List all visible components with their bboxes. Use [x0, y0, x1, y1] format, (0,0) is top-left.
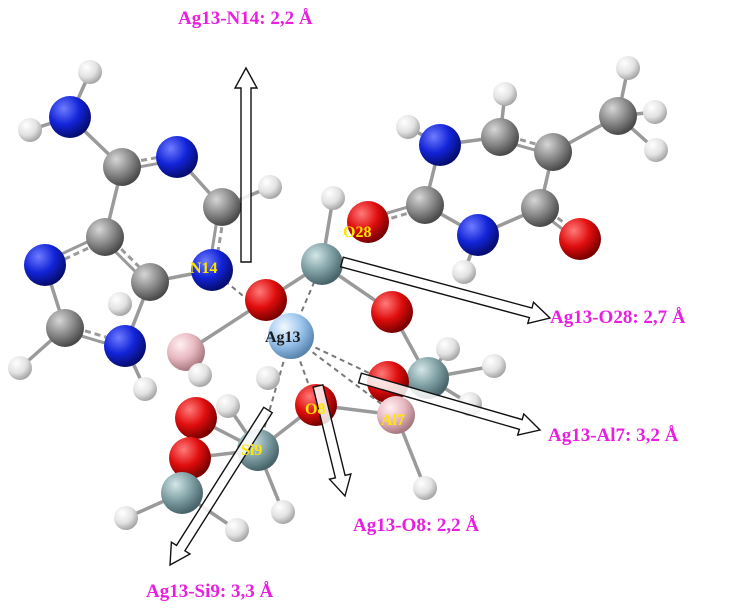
atom-zH10	[413, 476, 437, 500]
atom-aN2	[156, 136, 198, 178]
atom-label-al7: Al7	[381, 412, 405, 429]
atom-label-layer: N14 O28 Ag13 O8 Al7 Si9	[190, 224, 405, 459]
distance-label-ag13-o28: Ag13-O28: 2,7 Å	[550, 307, 686, 328]
atom-aC2	[203, 188, 241, 226]
atom-tH4	[644, 138, 668, 162]
atom-tH2	[616, 56, 640, 80]
atom-zO9	[175, 397, 217, 439]
atom-label-o8: O8	[305, 401, 325, 418]
atom-aH3	[258, 175, 282, 199]
atom-zSi1	[301, 243, 343, 285]
atom-tC5	[521, 189, 559, 227]
atom-zAl7	[377, 396, 415, 434]
distance-label-ag13-si9: Ag13-Si9: 3,3 Å	[146, 581, 273, 602]
atom-aN3	[24, 244, 66, 286]
distance-label-ag13-al7: Ag13-Al7: 3,2 Å	[548, 425, 679, 446]
atom-tC3	[599, 97, 637, 135]
atom-aH4	[8, 356, 32, 380]
atom-label-n14: N14	[190, 260, 218, 277]
atom-zH2	[188, 363, 212, 387]
atom-zH8	[482, 354, 506, 378]
atom-label-ag13: Ag13	[265, 329, 301, 346]
atom-aC5	[46, 309, 84, 347]
atom-aC3	[86, 218, 124, 256]
atom-aH6	[108, 292, 132, 316]
atom-aC4	[131, 263, 169, 301]
atom-aH5	[133, 377, 157, 401]
atom-zH13	[225, 518, 249, 542]
atom-zO10	[169, 437, 211, 479]
atom-zAl1	[167, 333, 205, 371]
atom-zH11	[216, 394, 240, 418]
atom-zH15	[256, 366, 280, 390]
atom-aN1	[49, 96, 91, 138]
atom-tH1	[493, 82, 517, 106]
atom-tC4	[406, 186, 444, 224]
atom-zH1	[321, 186, 345, 210]
atom-zAg13	[268, 313, 314, 359]
atom-tC2	[534, 133, 572, 171]
arrow-layer	[169, 66, 552, 567]
atom-aN14	[191, 249, 233, 291]
atom-zH12	[114, 506, 138, 530]
atom-aH1	[78, 60, 102, 84]
atom-zSi3	[161, 472, 203, 514]
atom-tN1	[419, 124, 461, 166]
atom-zH14	[271, 500, 295, 524]
atom-zO2	[371, 291, 413, 333]
arrow-ag13-o8	[312, 383, 352, 498]
atom-tH6	[452, 260, 476, 284]
atom-aC1	[103, 148, 141, 186]
distance-label-ag13-o8: Ag13-O8: 2,2 Å	[353, 515, 479, 536]
atom-tO28	[347, 201, 389, 243]
distance-label-layer: Ag13-N14: 2,2 Å Ag13-O28: 2,7 Å Ag13-Al7…	[146, 8, 686, 602]
atom-zSi2	[407, 357, 449, 399]
atom-tC1	[481, 118, 519, 156]
atom-tO2	[559, 218, 601, 260]
atom-zH7	[436, 337, 460, 361]
atom-tN2	[457, 214, 499, 256]
arrow-ag13-si9	[169, 406, 274, 567]
atom-tH5	[396, 115, 420, 139]
atom-zO1	[245, 279, 287, 321]
arrow-ag13-al7	[357, 372, 542, 436]
atom-label-si9: Si9	[241, 442, 262, 459]
atom-aH2	[18, 118, 42, 142]
atom-aN4	[104, 325, 146, 367]
arrow-ag13-o28	[339, 256, 552, 325]
arrow-ag13-n14	[233, 66, 259, 263]
distance-label-ag13-n14: Ag13-N14: 2,2 Å	[178, 8, 313, 29]
atom-tH3	[643, 100, 667, 124]
atom-label-o28: O28	[343, 224, 371, 241]
